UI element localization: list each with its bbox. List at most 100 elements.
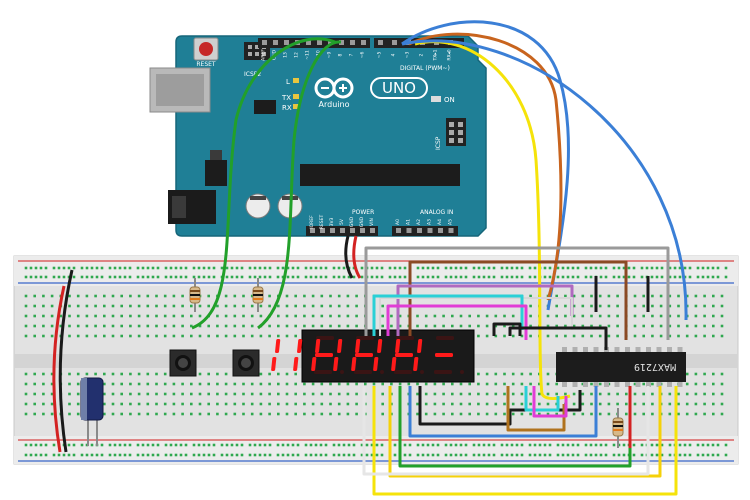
rail-hole — [370, 453, 374, 457]
breadboard-hole — [581, 304, 585, 308]
rail-hole — [589, 443, 593, 447]
rail-hole — [632, 266, 636, 270]
breadboard-hole — [190, 412, 193, 416]
rail-hole — [622, 275, 626, 279]
rail-hole — [403, 266, 407, 270]
rail-hole — [711, 275, 715, 279]
breadboard-hole — [694, 402, 698, 406]
breadboard-hole — [155, 334, 158, 338]
rail-hole — [309, 453, 313, 457]
breadboard-hole — [590, 304, 593, 308]
breadboard-hole — [346, 304, 350, 308]
breadboard-hole — [285, 392, 289, 396]
breadboard-hole — [224, 392, 228, 396]
breadboard-hole — [337, 324, 341, 328]
rail-hole — [314, 266, 318, 270]
rail-hole — [388, 275, 392, 279]
rail-hole — [487, 266, 491, 270]
rail-hole — [492, 266, 496, 270]
breadboard-hole — [572, 402, 576, 406]
breadboard-hole — [581, 402, 585, 406]
rail-hole — [426, 443, 430, 447]
breadboard-hole — [172, 402, 176, 406]
rail-hole — [202, 453, 206, 457]
breadboard-hole — [511, 392, 515, 396]
breadboard-hole — [677, 392, 680, 396]
breadboard-hole — [694, 294, 698, 298]
rail-hole — [510, 453, 514, 457]
rail-hole — [398, 275, 402, 279]
rail-hole — [477, 275, 481, 279]
breadboard-hole — [129, 382, 132, 386]
rail-hole — [192, 453, 196, 457]
breadboard-hole — [511, 324, 515, 328]
breadboard-hole — [163, 334, 167, 338]
breadboard-hole — [268, 372, 271, 376]
digital-pin-label: AREF — [261, 49, 267, 61]
breadboard-hole — [216, 392, 219, 396]
rail-hole — [604, 453, 608, 457]
breadboard-hole — [451, 392, 454, 396]
chip-pin — [646, 382, 651, 387]
breadboard-hole — [146, 314, 150, 318]
wire-black-top-2 — [492, 322, 522, 336]
rail-hole — [594, 453, 598, 457]
rail-hole — [52, 266, 56, 270]
breadboard-hole — [381, 304, 384, 308]
breadboard-hole — [433, 382, 437, 386]
rail-hole — [123, 266, 127, 270]
breadboard-hole — [242, 382, 245, 386]
breadboard-hole — [677, 402, 680, 406]
push-button-1[interactable] — [169, 349, 197, 377]
analog-pin — [396, 228, 401, 233]
chip-pin — [635, 382, 641, 387]
rail-hole — [220, 443, 224, 447]
digital-pin-label: RX◂0 — [447, 49, 453, 60]
rail-hole — [594, 266, 598, 270]
rail-hole — [533, 453, 537, 457]
rail-hole — [556, 453, 560, 457]
breadboard-hole — [233, 412, 237, 416]
breadboard-hole — [207, 372, 210, 376]
breadboard-hole — [494, 372, 498, 376]
breadboard-hole — [477, 324, 480, 328]
breadboard-hole — [120, 304, 123, 308]
rail-hole — [34, 266, 38, 270]
push-button-2[interactable] — [232, 349, 260, 377]
breadboard-hole — [120, 392, 123, 396]
breadboard-hole — [485, 314, 489, 318]
breadboard-hole — [233, 294, 237, 298]
rail-hole — [464, 275, 468, 279]
breadboard-hole — [598, 314, 602, 318]
breadboard-hole — [268, 392, 271, 396]
rail-hole — [62, 453, 66, 457]
rail-hole — [118, 266, 122, 270]
rail-hole — [528, 443, 532, 447]
rail-hole — [44, 453, 48, 457]
rail-hole — [724, 266, 728, 270]
power-pin — [320, 228, 325, 233]
rail-hole — [688, 443, 692, 447]
breadboard-hole — [633, 412, 637, 416]
breadboard-hole — [459, 324, 463, 328]
rail-hole — [444, 443, 448, 447]
breadboard-hole — [572, 304, 576, 308]
rail-hole — [421, 453, 425, 457]
rail-hole — [118, 275, 122, 279]
breadboard-hole — [616, 392, 619, 396]
rail-hole — [337, 275, 341, 279]
breadboard-hole — [303, 304, 306, 308]
breadboard-hole — [685, 382, 689, 386]
rail-hole — [632, 443, 636, 447]
wire-green-1 — [191, 37, 336, 330]
rail-hole — [146, 275, 150, 279]
breadboard-hole — [555, 334, 558, 338]
breadboard-hole — [720, 294, 724, 298]
rail-hole — [701, 453, 705, 457]
reset-button[interactable] — [193, 37, 219, 61]
breadboard-hole — [329, 314, 332, 318]
wire-red-rail — [52, 285, 66, 453]
rail-hole — [678, 453, 682, 457]
